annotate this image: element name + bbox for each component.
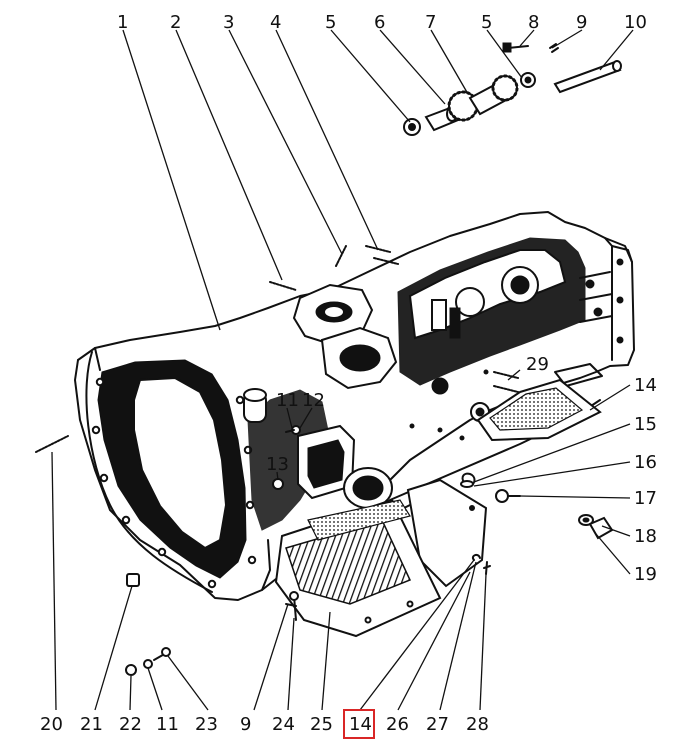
- callout-1: 1: [117, 12, 128, 33]
- callout-3: 3: [223, 12, 234, 33]
- callout-15: 15: [634, 414, 657, 435]
- callout-22: 22: [119, 714, 142, 735]
- callout-9: 9: [240, 714, 251, 735]
- callout-24: 24: [272, 714, 295, 735]
- callout-9: 9: [576, 12, 587, 33]
- callout-4: 4: [270, 12, 281, 33]
- callout-14: 14: [634, 375, 657, 396]
- leader-lines: [51, 29, 634, 711]
- highlight-box: [343, 709, 375, 739]
- callout-8: 8: [528, 12, 539, 33]
- callout-23: 23: [195, 714, 218, 735]
- callout-11: 11: [156, 714, 179, 735]
- callout-18: 18: [634, 526, 657, 547]
- callout-28: 28: [466, 714, 489, 735]
- callout-6: 6: [374, 12, 385, 33]
- callout-2: 2: [170, 12, 181, 33]
- callout-12: 12: [302, 390, 325, 411]
- gearbox-housing: [74, 211, 635, 601]
- callout-17: 17: [634, 488, 657, 509]
- callout-14-highlighted: 14: [349, 714, 372, 735]
- callout-5: 5: [325, 12, 336, 33]
- small-fasteners: [125, 425, 301, 676]
- callout-11: 11: [276, 390, 299, 411]
- callout-7: 7: [425, 12, 436, 33]
- callout-labels: 1 2 3 4 5 6 7 5 8 9 10 29 14 15 16 17 18…: [40, 12, 657, 739]
- callout-25: 25: [310, 714, 333, 735]
- top-shaft-assembly: [403, 42, 622, 136]
- callout-16: 16: [634, 452, 657, 473]
- callout-5: 5: [481, 12, 492, 33]
- callout-10: 10: [624, 12, 647, 33]
- callout-26: 26: [386, 714, 409, 735]
- covers-and-gaskets: [274, 378, 614, 638]
- callout-20: 20: [40, 714, 63, 735]
- callout-29: 29: [526, 354, 549, 375]
- callout-13: 13: [266, 454, 289, 475]
- callout-27: 27: [426, 714, 449, 735]
- callout-21: 21: [80, 714, 103, 735]
- callout-19: 19: [634, 564, 657, 585]
